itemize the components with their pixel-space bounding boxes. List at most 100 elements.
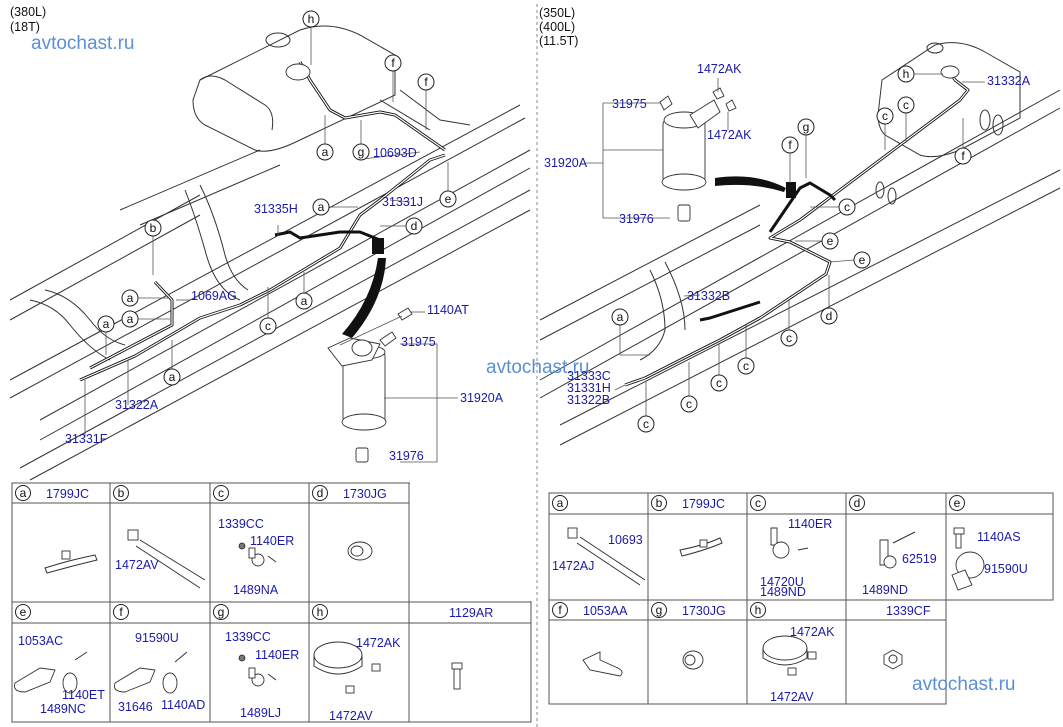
cell-part-number: 1339CC	[218, 517, 264, 531]
callout-c: c	[780, 329, 798, 347]
callout-a: a	[163, 368, 181, 386]
callout-a: a	[611, 308, 629, 326]
callout-circle	[611, 308, 629, 326]
callout-letter: h	[308, 12, 315, 26]
cell-callout-letter: e	[20, 605, 27, 619]
callout-f: f	[781, 136, 799, 154]
callout-letter: a	[617, 310, 624, 324]
callout-circle	[876, 107, 894, 125]
table-cell-d: d 62519 1489ND	[849, 495, 937, 597]
part-number-label: 31331H	[567, 381, 611, 395]
callout-circle	[417, 73, 435, 91]
right-variant-line-3: (11.5T)	[539, 34, 578, 48]
watermark: avtochast.ru	[486, 357, 590, 378]
cell-part-number: 1489NA	[233, 583, 279, 597]
cell-part-number: 1053AC	[18, 634, 63, 648]
part-number-label: 31322B	[567, 393, 610, 407]
callout-c: c	[737, 357, 755, 375]
callout-circle	[384, 54, 402, 72]
callout-circle	[680, 395, 698, 413]
receiver-drier-left	[327, 307, 413, 463]
part-number-label: 31920A	[460, 391, 504, 405]
callout-circle	[405, 217, 423, 235]
cell-callout-circle	[312, 485, 328, 501]
cell-callout-circle	[15, 485, 31, 501]
part-number-label: 10693D	[373, 146, 417, 160]
callout-letter: f	[788, 138, 792, 152]
cell-callout-circle	[651, 602, 667, 618]
callout-circle	[144, 219, 162, 237]
cell-part-number: 1140ER	[250, 534, 294, 548]
left-frame-drawing	[9, 25, 531, 481]
part-number-label: 31332A	[987, 74, 1031, 88]
callout-e: e	[853, 251, 871, 269]
callout-c: c	[680, 395, 698, 413]
callout-e: e	[439, 190, 457, 208]
cell-callout-letter: h	[317, 605, 324, 619]
cell-callout-circle	[849, 495, 865, 511]
callout-c: c	[876, 107, 894, 125]
cell-part-number: 91590U	[984, 562, 1028, 576]
callout-h: h	[302, 10, 320, 28]
cell-callout-circle	[552, 495, 568, 511]
part-number-label: 31976	[619, 212, 654, 226]
part-number-label: 1069AG	[191, 289, 237, 303]
callout-g: g	[797, 118, 815, 136]
cell-header-part-number: 1339CF	[886, 604, 931, 618]
callout-letter: c	[686, 397, 692, 411]
callout-circle	[821, 232, 839, 250]
cell-part-number: 1140AS	[977, 530, 1021, 544]
cell-part-number: 1339CC	[225, 630, 271, 644]
cell-callout-letter: c	[755, 496, 761, 510]
callout-b: b	[144, 219, 162, 237]
callout-letter: g	[358, 145, 365, 159]
cell-part-number: 62519	[902, 552, 937, 566]
cell-callout-letter: b	[118, 486, 125, 500]
part-number-label: 31335H	[254, 202, 298, 216]
part-number-label: 1140AT	[427, 303, 469, 317]
callout-a: a	[121, 289, 139, 307]
cell-part-number: 31646	[118, 700, 153, 714]
callout-circle	[163, 368, 181, 386]
table-cell: 1339CF	[886, 604, 931, 618]
cell-callout-letter: f	[558, 603, 562, 617]
callout-circle	[954, 147, 972, 165]
callout-circle	[897, 65, 915, 83]
callout-letter: a	[301, 294, 308, 308]
left-variant-line-2: (18T)	[10, 20, 40, 34]
callout-f: f	[954, 147, 972, 165]
part-number-label: 31975	[401, 335, 436, 349]
callout-circle	[295, 292, 313, 310]
cell-part-number: 1140ER	[255, 648, 299, 662]
cell-part-number: 1489ND	[862, 583, 908, 597]
cell-part-number: 1140AD	[161, 698, 205, 712]
callout-a: a	[295, 292, 313, 310]
callout-letter: b	[150, 221, 157, 235]
callout-letter: e	[445, 192, 452, 206]
cell-header-part-number: 1799JC	[682, 497, 725, 511]
cell-part-number: 1472AJ	[552, 559, 594, 573]
callout-circle	[710, 374, 728, 392]
callout-circle	[97, 315, 115, 333]
left-variant-line-1: (380L)	[10, 5, 46, 19]
cell-callout-circle	[312, 604, 328, 620]
part-number-label: 31322A	[115, 398, 159, 412]
callout-d: d	[820, 307, 838, 325]
part-number-label: 31331F	[65, 432, 108, 446]
cell-part-number: 1472AV	[770, 690, 814, 704]
callout-circle	[820, 307, 838, 325]
cell-header-part-number: 1053AA	[583, 604, 628, 618]
part-number-label: 31920A	[544, 156, 588, 170]
part-number-label: 31333C	[567, 369, 611, 383]
cell-callout-letter: d	[854, 496, 861, 510]
cell-callout-letter: a	[20, 486, 27, 500]
cell-callout-circle	[213, 604, 229, 620]
cell-part-number: 91590U	[135, 631, 179, 645]
callout-circle	[316, 143, 334, 161]
cell-callout-circle	[113, 485, 129, 501]
